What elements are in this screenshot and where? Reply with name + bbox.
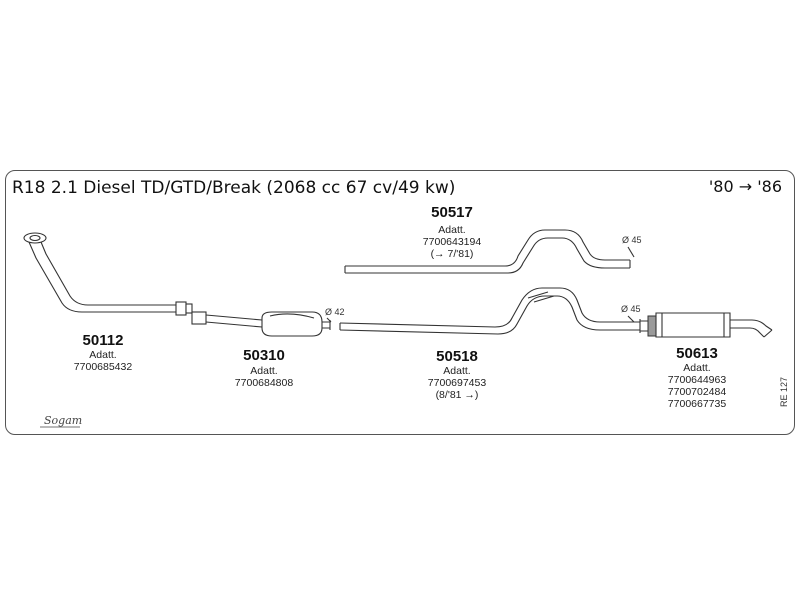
page-code: RE 127 (779, 377, 789, 407)
part-ref-50613-b: 7700702484 (668, 386, 727, 398)
part-date-50517: (→ 7/'81) (431, 248, 474, 260)
diameter-label-lower: Ø 45 (621, 304, 641, 314)
part-label-50613: Adatt. (683, 362, 710, 374)
part-ref-50518: 7700697453 (428, 377, 487, 389)
part-label-50112: Adatt. (89, 349, 116, 361)
pipe-50518 (339, 287, 640, 335)
part-number-50613: 50613 (676, 345, 718, 362)
part-number-50112: 50112 (83, 332, 124, 349)
part-ref-50517: 7700643194 (423, 236, 482, 248)
diameter-label-mid: Ø 42 (325, 307, 345, 317)
part-date-50518: (8/'81 →) (436, 389, 479, 401)
part-number-50518: 50518 (436, 348, 478, 365)
part-ref-50613-a: 7700644963 (668, 374, 727, 386)
part-ref-50613-c: 7700667735 (668, 398, 727, 410)
part-label-50310: Adatt. (250, 365, 277, 377)
part-number-50310: 50310 (243, 347, 285, 364)
pipe-50517 (344, 229, 631, 274)
silencer-50613 (639, 312, 773, 338)
pipe-50112 (23, 232, 193, 316)
diagram-panel (5, 170, 795, 435)
diameter-leader-upper (627, 246, 635, 258)
brand-logo: Sogam (44, 414, 82, 427)
diameter-leader-mid (326, 317, 332, 323)
part-ref-50310: 7700684808 (235, 377, 294, 389)
part-number-50517: 50517 (431, 204, 473, 221)
diagram-title: R18 2.1 Diesel TD/GTD/Break (2068 cc 67 … (12, 178, 455, 198)
part-label-50518: Adatt. (443, 365, 470, 377)
diameter-leader-lower (627, 315, 635, 323)
year-range: '80 → '86 (709, 177, 782, 196)
diameter-label-upper: Ø 45 (622, 235, 642, 245)
part-ref-50112: 7700685432 (74, 361, 133, 373)
part-label-50517: Adatt. (438, 224, 465, 236)
silencer-50310 (191, 311, 331, 337)
